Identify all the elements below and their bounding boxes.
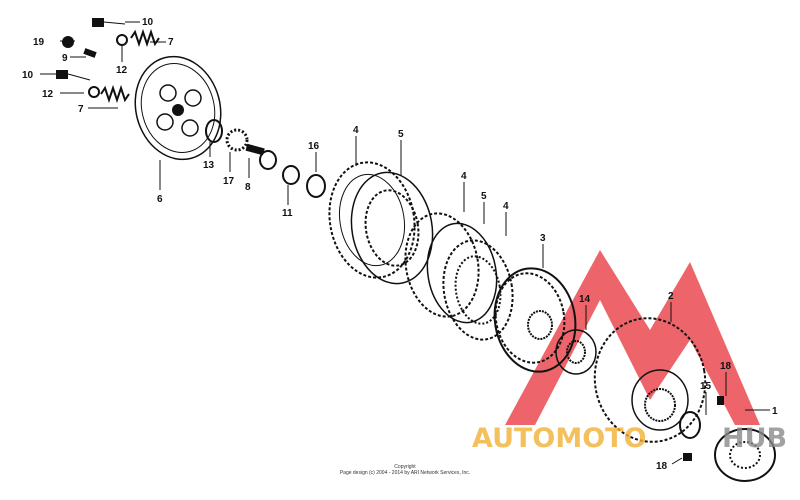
callout-6: 6	[157, 194, 163, 205]
bolt-18-upper-part	[717, 396, 724, 405]
callout-18-upper: 18	[720, 361, 732, 372]
splined-washer-part	[555, 329, 597, 375]
callout-10-top: 10	[142, 17, 154, 28]
callout-labels: 10 19 7 9 12 10 12 7 6 13 17 8 16 11 4 5…	[22, 17, 778, 472]
bolt-18-lower-part	[683, 453, 692, 461]
callout-5-first: 5	[398, 129, 404, 140]
callout-1: 1	[772, 406, 778, 417]
clutch-center-part	[493, 267, 577, 373]
callout-5-second: 5	[481, 191, 487, 202]
copyright-notice: Copyright Page design (c) 2004 - 2014 by…	[300, 464, 510, 476]
watermark-text: AUTOMOTO HUB	[472, 423, 787, 454]
leader-lines	[40, 21, 770, 465]
callout-4-second: 4	[461, 171, 467, 182]
callout-9: 9	[62, 53, 68, 64]
callout-17: 17	[223, 176, 235, 187]
copyright-line-2: Page design (c) 2004 - 2014 by ARI Netwo…	[339, 470, 471, 476]
callout-4-first: 4	[353, 125, 359, 136]
copyright-line-1: Copyright	[394, 464, 416, 470]
callout-18-lower: 18	[656, 461, 668, 472]
callout-2: 2	[668, 291, 674, 302]
callout-4-third: 4	[503, 201, 509, 212]
drive-gear-part	[714, 428, 776, 482]
callout-12-left: 12	[42, 89, 54, 100]
watermark-text-right: HUB	[722, 423, 787, 454]
bolt-spring-set	[56, 18, 160, 104]
callout-19: 19	[33, 37, 45, 48]
washer-15-part	[679, 411, 701, 439]
callout-8: 8	[245, 182, 251, 193]
callout-16: 16	[308, 141, 320, 152]
clutch-disk-stack	[328, 161, 514, 341]
watermark-text-left: AUTOMOTO	[472, 423, 647, 454]
callout-12-top: 12	[116, 65, 128, 76]
callout-10-left: 10	[22, 70, 34, 81]
callout-14: 14	[579, 294, 591, 305]
clutch-outer-part	[593, 317, 707, 443]
callout-15: 15	[700, 381, 712, 392]
pressure-plate-part	[134, 55, 222, 161]
center-hardware-set	[205, 119, 326, 198]
callout-7-top: 7	[168, 37, 174, 48]
callout-13: 13	[203, 160, 215, 171]
callout-11: 11	[282, 208, 293, 219]
callout-7-left: 7	[78, 104, 84, 115]
watermark-logo-icon	[505, 250, 760, 425]
callout-3: 3	[540, 233, 546, 244]
